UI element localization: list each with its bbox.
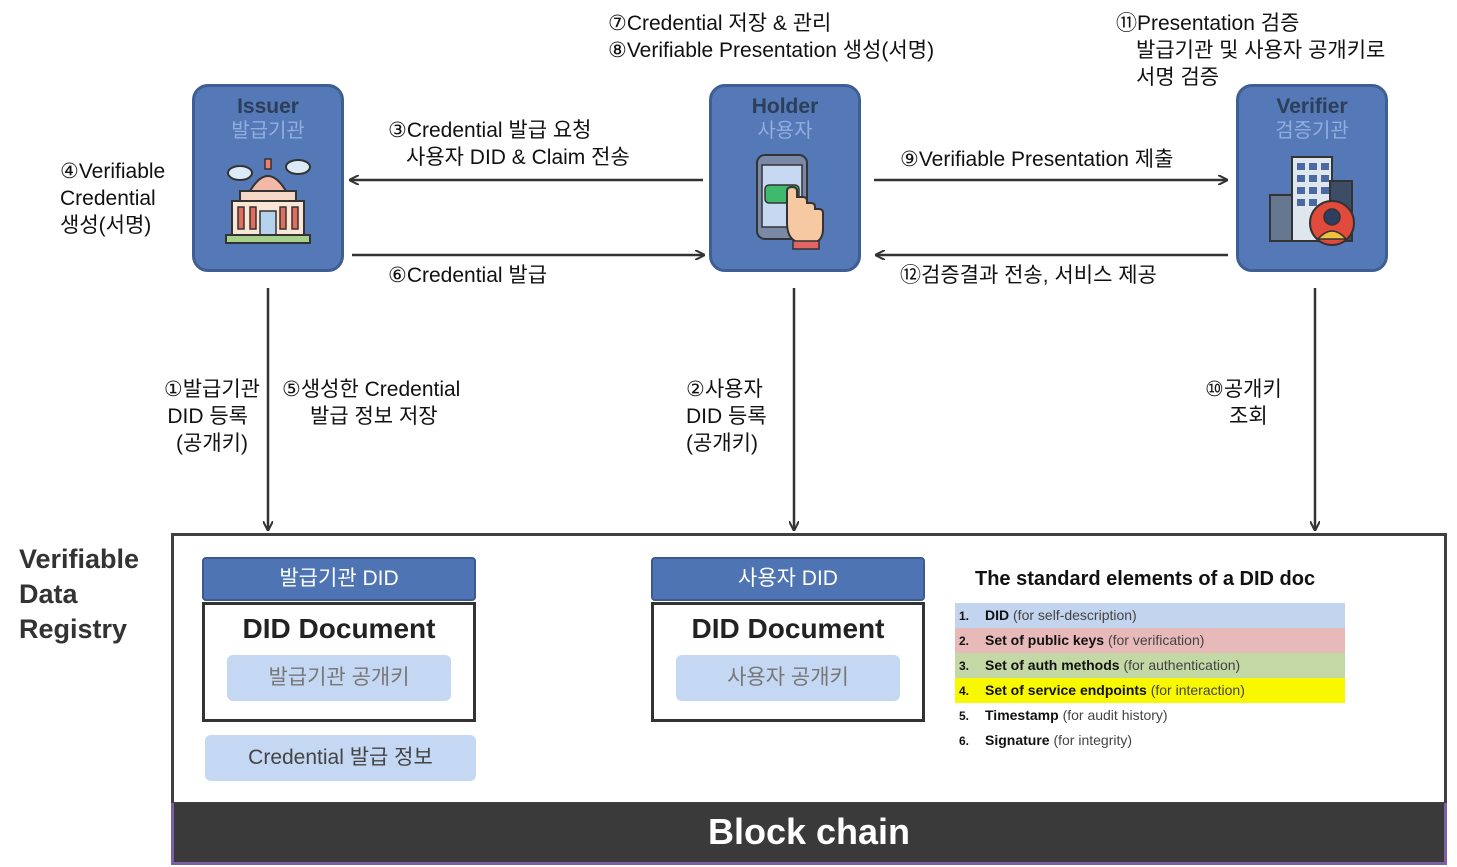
step-3-label: ③Credential 발급 요청 사용자 DID & Claim 전송 [388,119,630,169]
step-5-label: ⑤생성한 Credential 발급 정보 저장 [282,378,461,428]
verifier-name: Verifier [1276,95,1348,118]
step-1-label: ①발급기관 DID 등록 (공개키) [163,378,260,455]
issuer-did-doc-title: DID Document [242,613,436,644]
issuer-did-header: 발급기관 DID [202,557,476,601]
holder-name: Holder [751,95,819,118]
did-doc-elements-title: The standard elements of a DID doc [975,568,1316,590]
step-6-label: ⑥Credential 발급 [388,264,548,287]
blockchain-bar: Block chain [171,803,1447,865]
government-building-icon [218,151,318,251]
verifier-box: Verifier 검증기관 [1236,84,1388,272]
issuer-name: Issuer [237,95,299,118]
user-public-key: 사용자 공개키 [676,655,900,701]
step-10-label: ⑩공개키 조회 [1205,378,1282,428]
issuer-box: Issuer 발급기관 [192,84,344,272]
smartphone-tap-icon [735,151,835,251]
did-doc-elements: The standard elements of a DID doc 1.DID… [955,568,1345,753]
step-7-8-label: ⑦Credential 저장 & 관리 ⑧Verifiable Presenta… [608,12,935,62]
user-did-header: 사용자 DID [651,557,925,601]
step-2-label: ②사용자 DID 등록 (공개키) [686,378,767,455]
verifier-sub: 검증기관 [1275,120,1349,142]
credential-issuance-info: Credential 발급 정보 [205,735,476,781]
step-12-label: ⑫검증결과 전송, 서비스 제공 [900,264,1157,287]
step-4-label: ④Verifiable Credential 생성(서명) [60,160,166,237]
element-row: 5.Timestamp (for audit history) [959,707,1168,723]
element-row: 1.DID (for self-description) [955,603,1345,628]
step-11-label: ⑪Presentation 검증 발급기관 및 사용자 공개키로 서명 검증 [1116,12,1386,89]
element-row: 2.Set of public keys (for verification) [955,628,1345,653]
office-building-icon [1262,151,1362,251]
registry-label: Verifiable Data Registry [19,544,140,644]
element-row: 3.Set of auth methods (for authenticatio… [955,653,1345,678]
element-row: 4.Set of service endpoints (for interact… [955,678,1345,703]
issuer-sub: 발급기관 [231,120,305,142]
holder-box: Holder 사용자 [709,84,861,272]
holder-sub: 사용자 [757,120,813,142]
step-9-label: ⑨Verifiable Presentation 제출 [900,148,1174,171]
issuer-public-key: 발급기관 공개키 [227,655,451,701]
user-did-doc-title: DID Document [691,613,885,644]
element-row: 6.Signature (for integrity) [959,732,1133,748]
